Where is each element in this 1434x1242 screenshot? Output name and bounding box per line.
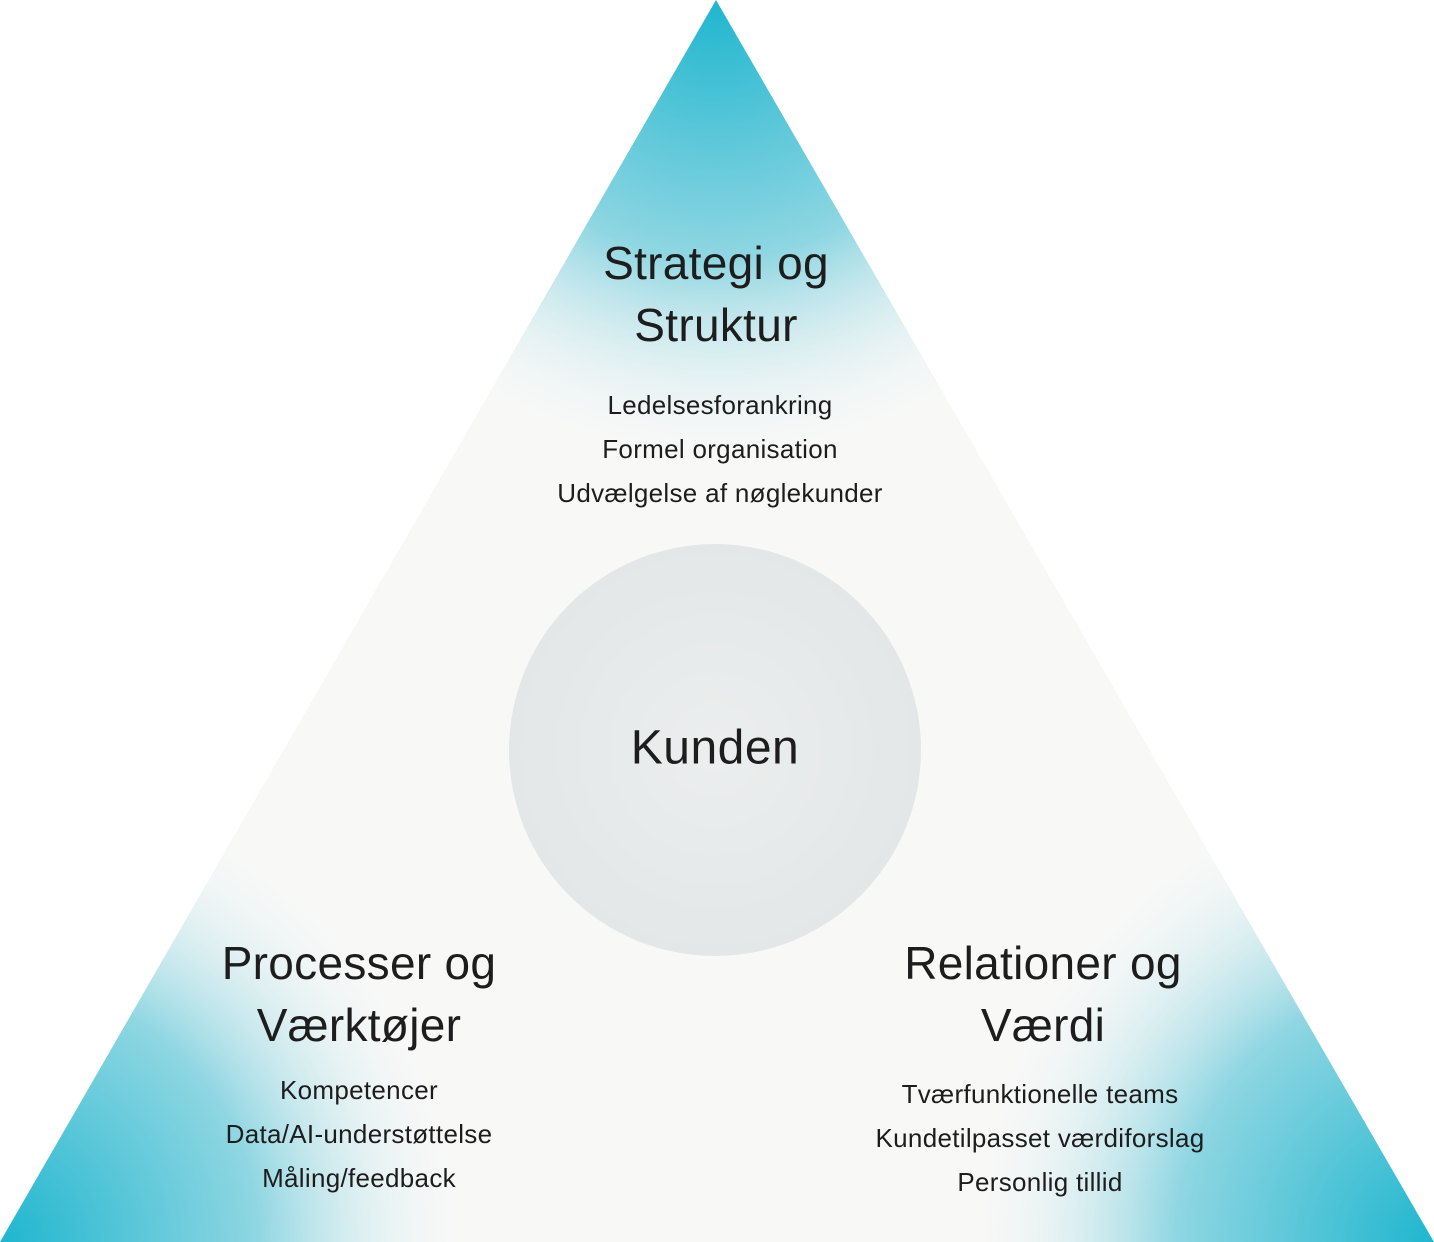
bottom-right-section: Relationer og Værdi (904, 932, 1182, 1056)
top-items: Ledelsesforankring Formel organisation U… (557, 383, 882, 515)
bottom-right-item: Personlig tillid (957, 1167, 1123, 1197)
bottom-right-item: Kundetilpasset værdiforslag (875, 1123, 1205, 1153)
top-item: Udvælgelse af nøglekunder (557, 478, 883, 508)
top-item: Ledelsesforankring (607, 390, 833, 420)
center-circle (509, 544, 921, 956)
bottom-left-heading-line2: Værktøjer (256, 999, 462, 1051)
bottom-left-items: Kompetencer Data/AI-understøttelse Målin… (226, 1068, 493, 1200)
bottom-left-section: Processer og Værktøjer (222, 932, 497, 1056)
bottom-left-heading-line1: Processer og (221, 937, 497, 989)
top-section: Strategi og Struktur (603, 232, 829, 356)
top-item: Formel organisation (602, 434, 838, 464)
bottom-right-heading-line1: Relationer og (904, 937, 1182, 989)
bottom-right-items: Tværfunktionelle teams Kundetilpasset væ… (876, 1072, 1205, 1204)
bottom-left-item: Data/AI-understøttelse (225, 1119, 493, 1149)
top-heading-line1: Strategi og (603, 237, 829, 289)
top-heading-line2: Struktur (634, 299, 798, 351)
center-label: Kunden (630, 721, 800, 775)
bottom-right-item: Tværfunktionelle teams (901, 1079, 1179, 1109)
bottom-left-item: Kompetencer (280, 1075, 438, 1105)
bottom-left-item: Måling/feedback (262, 1163, 456, 1193)
bottom-right-heading-line2: Værdi (980, 999, 1106, 1051)
